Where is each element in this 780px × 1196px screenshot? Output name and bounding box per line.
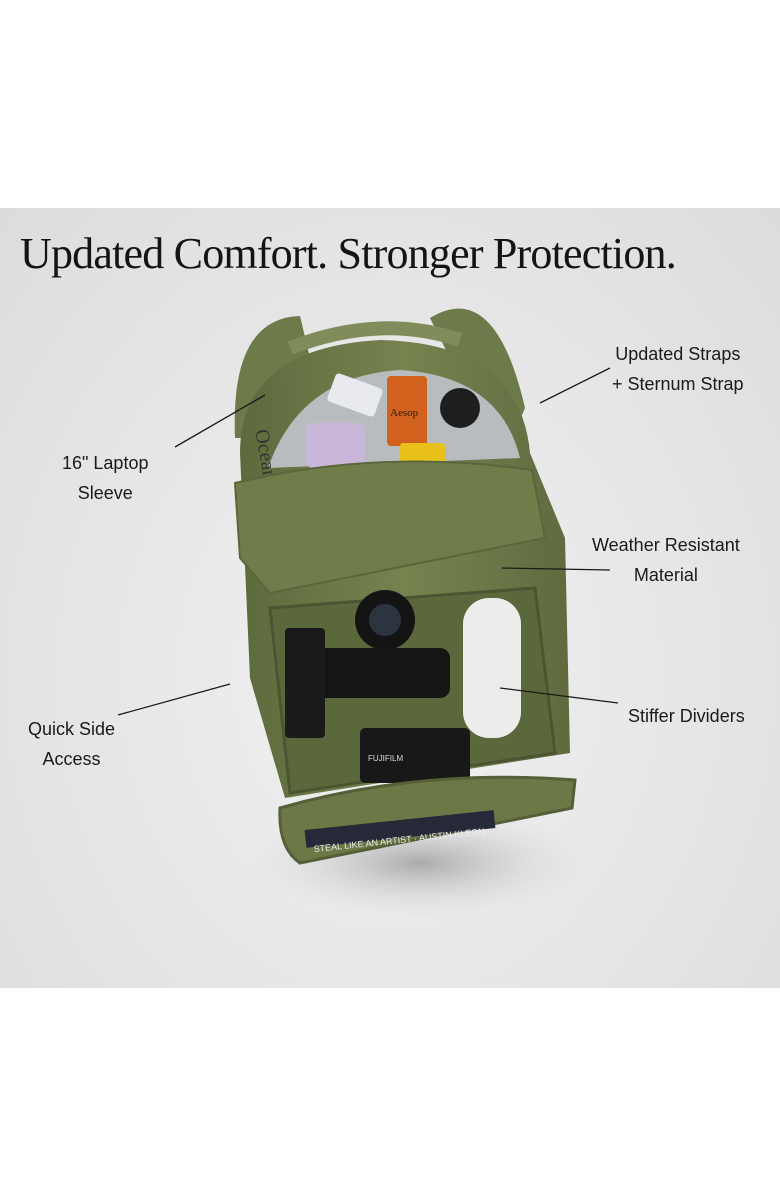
bottle-label: Aesop: [390, 407, 419, 419]
camera-label: FUJIFILM: [368, 754, 403, 763]
callout-text: Updated Straps: [615, 344, 741, 364]
callout-text: 16" Laptop: [62, 453, 149, 473]
handle: [287, 321, 463, 355]
callout-text: Material: [633, 565, 698, 585]
callout-lines: [117, 367, 619, 716]
callout-text: + Sternum Strap: [612, 374, 744, 394]
callout-dividers: Stiffer Dividers: [628, 701, 745, 731]
backpack-illustration: Aesop Ocean FUJIFILM STEAL LIKE AN ARTIS…: [117, 308, 619, 918]
bottle: [387, 376, 427, 446]
callout-text: Quick Side: [28, 719, 116, 739]
callout-text: Stiffer Dividers: [628, 706, 745, 726]
front-pocket: [233, 460, 547, 595]
callout-laptop: 16" Laptop Sleeve: [62, 448, 148, 508]
book: [304, 810, 496, 848]
callout-straps: Updated Straps + Sternum Strap: [612, 339, 744, 399]
page-title: Updated Comfort. Stronger Protection.: [20, 229, 677, 278]
laptop-line: [174, 394, 266, 448]
callout-text: Sleeve: [77, 483, 133, 503]
callout-text: Access: [42, 749, 101, 769]
weather-line: [501, 567, 611, 571]
callout-weather: Weather Resistant Material: [592, 530, 740, 590]
callout-text: Weather Resistant: [592, 535, 740, 555]
callout-side-access: Quick Side Access: [28, 714, 115, 774]
telephoto-lens: [463, 598, 521, 738]
product-infographic: Aesop Ocean FUJIFILM STEAL LIKE AN ARTIS…: [0, 208, 780, 988]
side-line: [117, 683, 231, 716]
straps-line: [539, 367, 611, 404]
dividers-line: [499, 687, 619, 704]
